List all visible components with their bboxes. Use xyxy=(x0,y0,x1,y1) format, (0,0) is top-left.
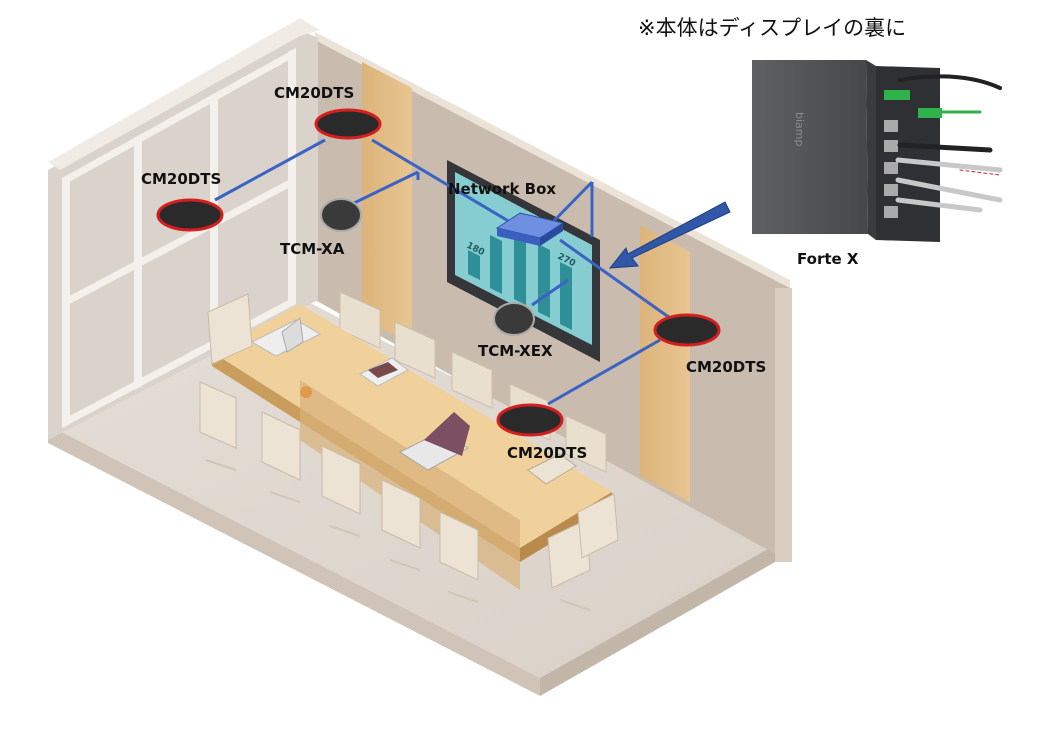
back-wall-end xyxy=(775,288,792,562)
chairs-back-row xyxy=(339,291,607,473)
label-tcm-xex: TCM-XEX xyxy=(478,342,553,360)
cm20dts-top xyxy=(314,108,382,140)
forte-x-device: biamp xyxy=(752,60,1003,242)
wood-panel-left xyxy=(362,62,412,345)
floor-front-edge xyxy=(48,425,540,696)
cable-tcm-xex xyxy=(531,278,569,307)
chair-legs xyxy=(205,459,591,611)
placement-note: ※本体はディスプレイの裏に xyxy=(638,16,907,40)
label-forte-x: Forte X xyxy=(797,250,859,268)
cable-left-mic xyxy=(214,138,326,202)
tcm-xex-unit xyxy=(493,302,535,336)
chairs-front-row xyxy=(199,293,619,589)
table-items xyxy=(250,317,577,485)
device-brand: biamp xyxy=(793,112,806,146)
network-box xyxy=(495,212,565,246)
cable-bottom-mic xyxy=(547,338,661,406)
wood-panel-right xyxy=(640,225,690,502)
back-wall-top xyxy=(315,32,790,288)
label-tcm-xa: TCM-XA xyxy=(280,240,345,258)
cable-tcm-xa xyxy=(349,170,419,207)
wall-display: 180 421 270 xyxy=(447,160,600,362)
cable-right-mic xyxy=(559,238,671,320)
tcm-xa-unit xyxy=(320,198,362,232)
label-cm20dts-bottom: CM20DTS xyxy=(507,444,588,462)
label-network-box: Network Box xyxy=(448,180,557,198)
cable-top-mic xyxy=(371,138,511,224)
label-cm20dts-top: CM20DTS xyxy=(274,84,355,102)
cm20dts-right xyxy=(653,313,721,347)
window-wall-top xyxy=(48,18,320,170)
cm20dts-bottom xyxy=(496,403,564,437)
device-cables xyxy=(895,74,1003,213)
cm20dts-left xyxy=(156,198,224,232)
floor-right-edge xyxy=(540,545,775,696)
pointer-arrow xyxy=(608,201,731,269)
label-cm20dts-right: CM20DTS xyxy=(686,358,767,376)
network-cables xyxy=(214,138,671,406)
label-cm20dts-left: CM20DTS xyxy=(141,170,222,188)
